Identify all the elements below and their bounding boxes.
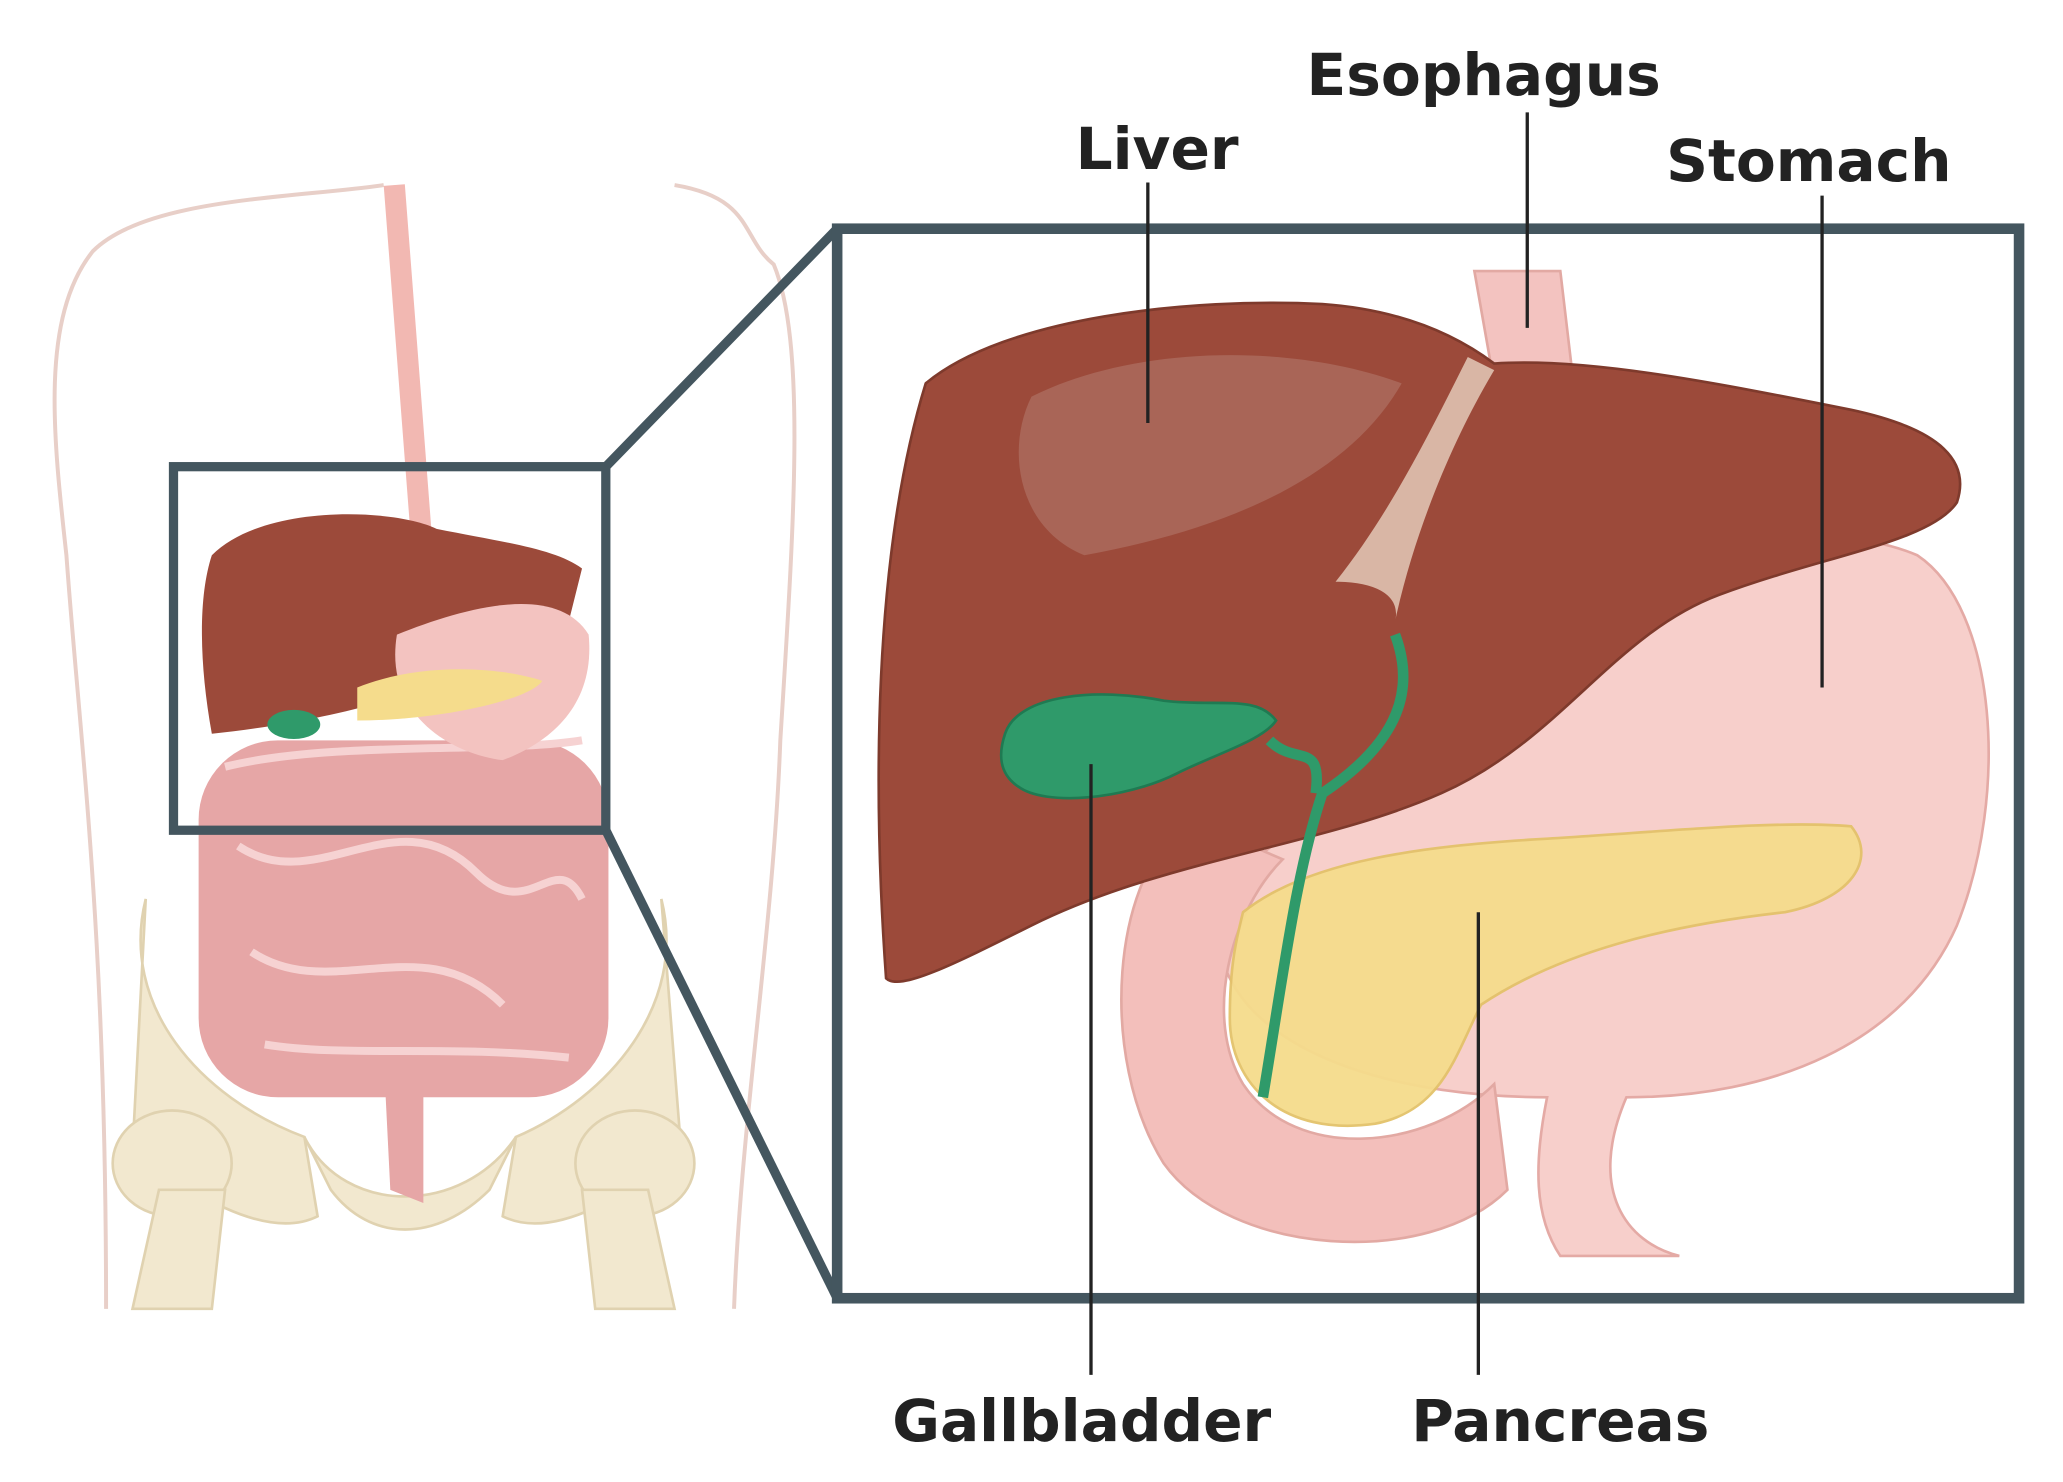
zoom-connector-bottom: [601, 828, 842, 1301]
esophagus-small: [383, 184, 432, 530]
label-esophagus: Esophagus: [1307, 41, 1661, 109]
gallbladder: [999, 693, 1278, 800]
label-gallbladder: Gallbladder: [892, 1387, 1271, 1455]
bile-duct: [1257, 632, 1409, 1099]
label-liver: Liver: [1076, 115, 1239, 183]
zoom-frame: [831, 223, 2025, 1304]
duodenum: [1120, 818, 1509, 1244]
pancreas: [1228, 823, 1863, 1128]
liver-highlight: [1018, 355, 1402, 556]
small-organs: [201, 514, 590, 761]
label-stomach: Stomach: [1666, 127, 1951, 195]
zoom-region-box: [168, 462, 611, 835]
body-overview: [52, 183, 797, 1311]
body-outline: [52, 183, 797, 1309]
liver-ligament: [1335, 356, 1495, 622]
label-pancreas: Pancreas: [1411, 1387, 1709, 1455]
zoom-connector-top: [602, 225, 841, 470]
leader-lines: [1089, 112, 1824, 1375]
pelvis-bones: [111, 898, 696, 1311]
zoomed-detail: [831, 223, 2025, 1304]
